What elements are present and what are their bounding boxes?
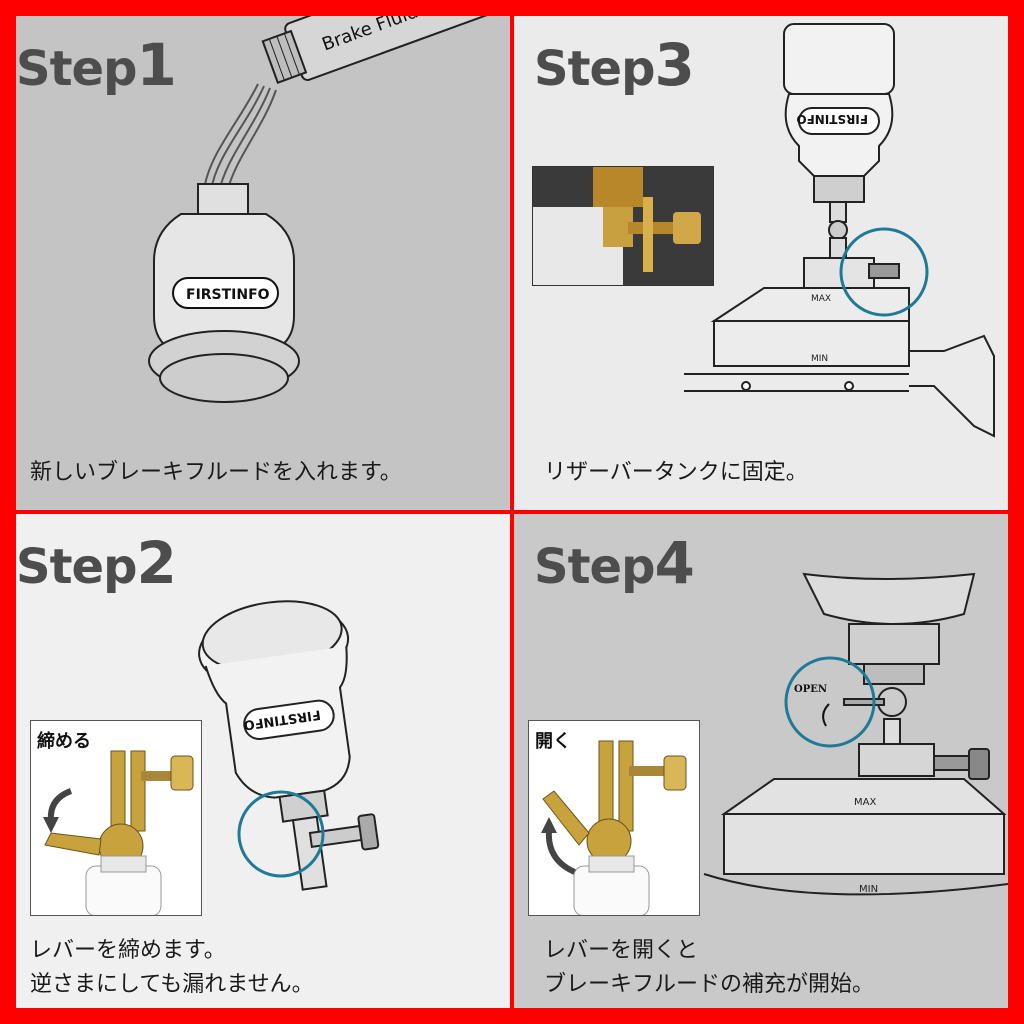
step2-title: Step2 bbox=[16, 529, 177, 597]
step3-panel: Step3 FIRSTINFO bbox=[514, 16, 1008, 510]
step4-illustration: MAX MIN OPEN bbox=[703, 572, 1008, 896]
step2-caption: レバーを締めます。逆さまにしても漏れません。 bbox=[30, 938, 314, 997]
brand-label: FIRSTINFO bbox=[796, 112, 868, 126]
highlight-circle bbox=[784, 656, 876, 748]
tighten-label: 締める bbox=[37, 731, 91, 752]
step4-inset: 開く bbox=[528, 720, 700, 916]
step3-title: Step3 bbox=[534, 31, 695, 99]
reservoir-tank bbox=[703, 778, 1008, 896]
inverted-bottle: FIRSTINFO bbox=[198, 600, 380, 891]
refill-bottle: FIRSTINFO bbox=[148, 183, 300, 403]
open-label: OPEN bbox=[794, 684, 827, 695]
step4-caption: レバーを開くとブレーキフルードの補充が開始。 bbox=[544, 938, 875, 997]
min-label: MIN bbox=[811, 354, 828, 364]
clamp-photo bbox=[532, 166, 714, 286]
inverted-bottle: FIRSTINFO bbox=[783, 23, 900, 289]
max-label: MAX bbox=[811, 294, 831, 304]
brand-label: FIRSTINFO bbox=[186, 287, 270, 303]
reservoir-tank bbox=[684, 287, 995, 438]
step4-panel: Step4 MAX MIN OPEN bbox=[514, 514, 1008, 1008]
step3-illustration: FIRSTINFO MAX MIN bbox=[684, 23, 995, 438]
step1-illustration: Brake Fluid FIRSTINFO bbox=[148, 16, 510, 403]
step1-panel: Step1 Brake Fluid bbox=[16, 16, 510, 510]
step1-title: Step1 bbox=[16, 31, 177, 99]
step2-illustration: FIRSTINFO bbox=[198, 600, 380, 891]
step2-inset: 締める bbox=[30, 720, 202, 916]
brake-fluid-bottle: Brake Fluid bbox=[261, 16, 510, 84]
highlight-circle bbox=[839, 227, 929, 317]
bottle-and-valve bbox=[802, 572, 990, 780]
fluid-stream bbox=[203, 83, 277, 194]
step4-title: Step4 bbox=[534, 529, 695, 597]
step3-caption: リザーバータンクに固定。 bbox=[544, 460, 808, 485]
step2-panel: Step2 FIRSTINFO 締める bbox=[16, 514, 510, 1008]
highlight-circle bbox=[237, 790, 325, 878]
step1-caption: 新しいブレーキフルードを入れます。 bbox=[30, 460, 402, 485]
open-label-jp: 開く bbox=[535, 731, 571, 752]
max-label: MAX bbox=[854, 797, 876, 808]
min-label: MIN bbox=[859, 884, 878, 895]
